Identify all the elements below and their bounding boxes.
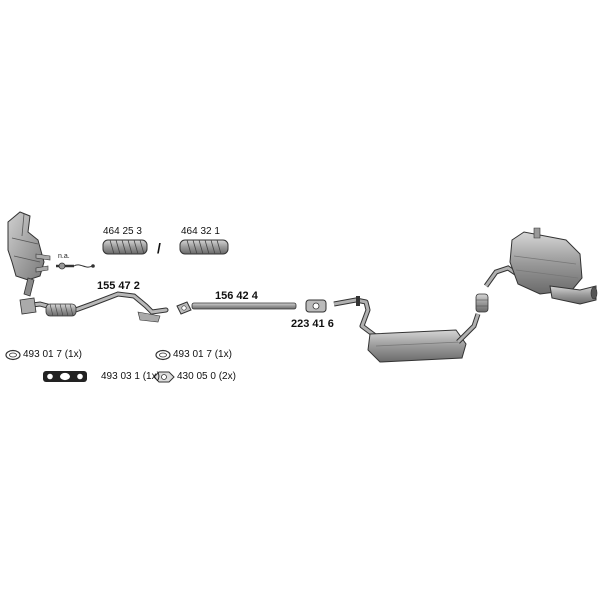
clamp-label: 223 41 6: [291, 318, 334, 330]
gasket-1-label: 493 01 7 (1x): [23, 349, 82, 360]
rear-coupling: [475, 293, 489, 313]
gasket-icon-1: [5, 349, 21, 361]
middle-pipe-label: 156 42 4: [215, 290, 258, 302]
catalyst-na-label: n.a.: [58, 253, 70, 260]
front-pipe: [19, 291, 169, 323]
rear-silencer: [483, 227, 598, 305]
flange: [176, 301, 192, 315]
middle-pipe: [191, 302, 297, 310]
nut-icon: [153, 371, 175, 383]
flex-pipe-2: [179, 239, 229, 255]
catalytic-converter: [7, 211, 51, 297]
flex-pipe-1-label: 464 25 3: [103, 226, 142, 237]
lambda-sensor: [56, 262, 95, 270]
gasket-icon-2: [155, 349, 171, 361]
separator-slash: /: [157, 240, 161, 256]
middle-silencer: [333, 296, 481, 363]
clamp: [305, 299, 327, 313]
nut-label: 430 05 0 (2x): [177, 371, 236, 382]
flex-pipe-1: [102, 239, 148, 255]
flange-gasket-label: 493 03 1 (1x): [101, 371, 160, 382]
flange-gasket-icon: [43, 371, 87, 382]
gasket-2-label: 493 01 7 (1x): [173, 349, 232, 360]
front-pipe-label: 155 47 2: [97, 280, 140, 292]
flex-pipe-2-label: 464 32 1: [181, 226, 220, 237]
